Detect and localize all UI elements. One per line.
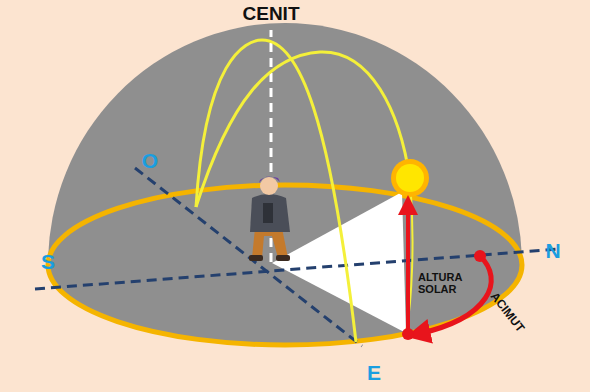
sun-path: [406, 180, 413, 333]
horizon-ellipse: [48, 185, 522, 345]
sky-dome: [48, 23, 522, 345]
north-south-axis: [35, 249, 560, 289]
azimuth-dot: [402, 328, 414, 340]
altitude-label: ALTURA SOLAR: [418, 272, 478, 295]
zenith-label: CENIT: [243, 4, 300, 24]
cardinal-label: O: [142, 150, 158, 172]
altitude-arrow: [406, 205, 410, 330]
cardinal-label: N: [545, 240, 560, 262]
cardinal-label: S: [41, 251, 55, 273]
sun-icon: [391, 159, 429, 197]
azimuth-dot: [474, 250, 486, 262]
azimuth-label: ACIMUT: [488, 290, 527, 335]
sun-path: [196, 40, 356, 342]
azimuth-arrow: [418, 256, 491, 334]
cardinal-label: E: [367, 362, 381, 384]
observer-figure: [249, 176, 290, 261]
west-east-axis: [135, 168, 362, 346]
sun-path: [196, 52, 410, 207]
